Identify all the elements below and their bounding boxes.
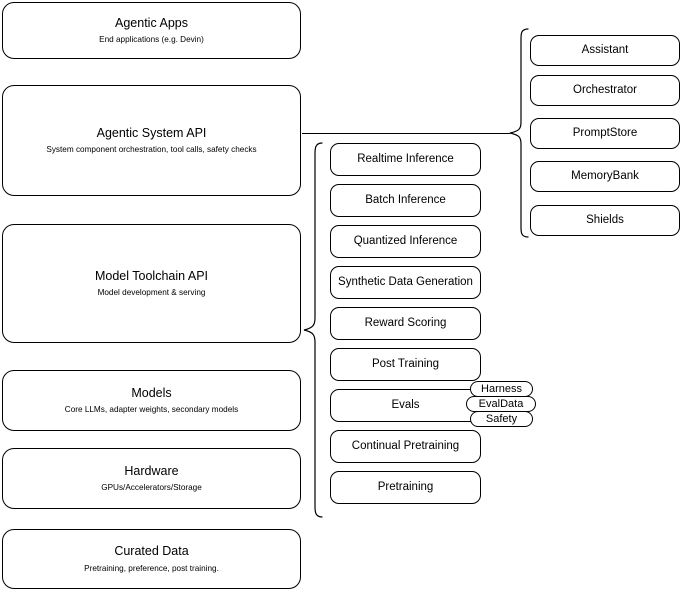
layer-model-toolchain-api[interactable]: Model Toolchain API Model development & … <box>2 224 301 343</box>
component-shields[interactable]: Shields <box>530 205 680 236</box>
component-promptstore[interactable]: PromptStore <box>530 118 680 149</box>
capability-continual-pretraining[interactable]: Continual Pretraining <box>330 430 481 463</box>
layer-title: Model Toolchain API <box>94 268 209 283</box>
brace-model-toolchain <box>302 140 324 520</box>
capability-label: Batch Inference <box>365 194 446 207</box>
capability-label: Post Training <box>371 358 440 371</box>
component-label: Shields <box>586 214 624 227</box>
capability-label: Pretraining <box>377 481 434 494</box>
capability-realtime-inference[interactable]: Realtime Inference <box>330 143 481 176</box>
component-orchestrator[interactable]: Orchestrator <box>530 75 680 106</box>
capability-label: Synthetic Data Generation <box>338 276 473 289</box>
layer-title: Curated Data <box>114 544 189 559</box>
evals-pill-safety[interactable]: Safety <box>470 411 533 427</box>
capability-evals[interactable]: Evals <box>330 389 481 422</box>
layer-subtitle: Model development & serving <box>97 288 206 298</box>
layer-title: Models <box>131 385 172 400</box>
layer-agentic-apps[interactable]: Agentic Apps End applications (e.g. Devi… <box>2 2 301 59</box>
capability-synthetic-data-generation[interactable]: Synthetic Data Generation <box>330 266 481 299</box>
component-label: Orchestrator <box>573 84 637 97</box>
component-memorybank[interactable]: MemoryBank <box>530 161 680 192</box>
layer-title: Agentic Apps <box>115 15 188 30</box>
capability-reward-scoring[interactable]: Reward Scoring <box>330 307 481 340</box>
component-label: PromptStore <box>572 127 638 140</box>
capability-label: Realtime Inference <box>357 153 454 166</box>
layer-subtitle: System component orchestration, tool cal… <box>46 145 257 155</box>
evals-pill-label: Safety <box>485 413 518 425</box>
capability-label: Quantized Inference <box>353 235 458 248</box>
layer-agentic-system-api[interactable]: Agentic System API System component orch… <box>2 85 301 196</box>
component-assistant[interactable]: Assistant <box>530 35 680 66</box>
connector-system-api-to-right-group <box>302 133 510 134</box>
layer-subtitle: GPUs/Accelerators/Storage <box>101 483 202 493</box>
layer-curated-data[interactable]: Curated Data Pretraining, preference, po… <box>2 529 301 589</box>
capability-label: Evals <box>391 399 420 412</box>
evals-pill-label: EvalData <box>478 398 524 410</box>
layer-title: Agentic System API <box>96 125 207 140</box>
layer-models[interactable]: Models Core LLMs, adapter weights, secon… <box>2 370 301 431</box>
layer-title: Hardware <box>124 463 179 478</box>
capability-quantized-inference[interactable]: Quantized Inference <box>330 225 481 258</box>
capability-label: Continual Pretraining <box>351 440 460 453</box>
evals-pill-label: Harness <box>481 383 522 395</box>
capability-post-training[interactable]: Post Training <box>330 348 481 381</box>
layer-hardware[interactable]: Hardware GPUs/Accelerators/Storage <box>2 448 301 509</box>
layer-subtitle: Pretraining, preference, post training. <box>84 563 219 573</box>
evals-pill-evaldata[interactable]: EvalData <box>466 396 536 412</box>
capability-label: Reward Scoring <box>364 317 447 330</box>
component-label: Assistant <box>581 44 629 57</box>
layer-subtitle: Core LLMs, adapter weights, secondary mo… <box>64 405 239 415</box>
component-label: MemoryBank <box>571 170 639 183</box>
evals-pill-harness[interactable]: Harness <box>470 381 533 397</box>
layer-subtitle: End applications (e.g. Devin) <box>99 35 204 45</box>
brace-agentic-system-components <box>508 26 530 240</box>
capability-pretraining[interactable]: Pretraining <box>330 471 481 504</box>
capability-batch-inference[interactable]: Batch Inference <box>330 184 481 217</box>
